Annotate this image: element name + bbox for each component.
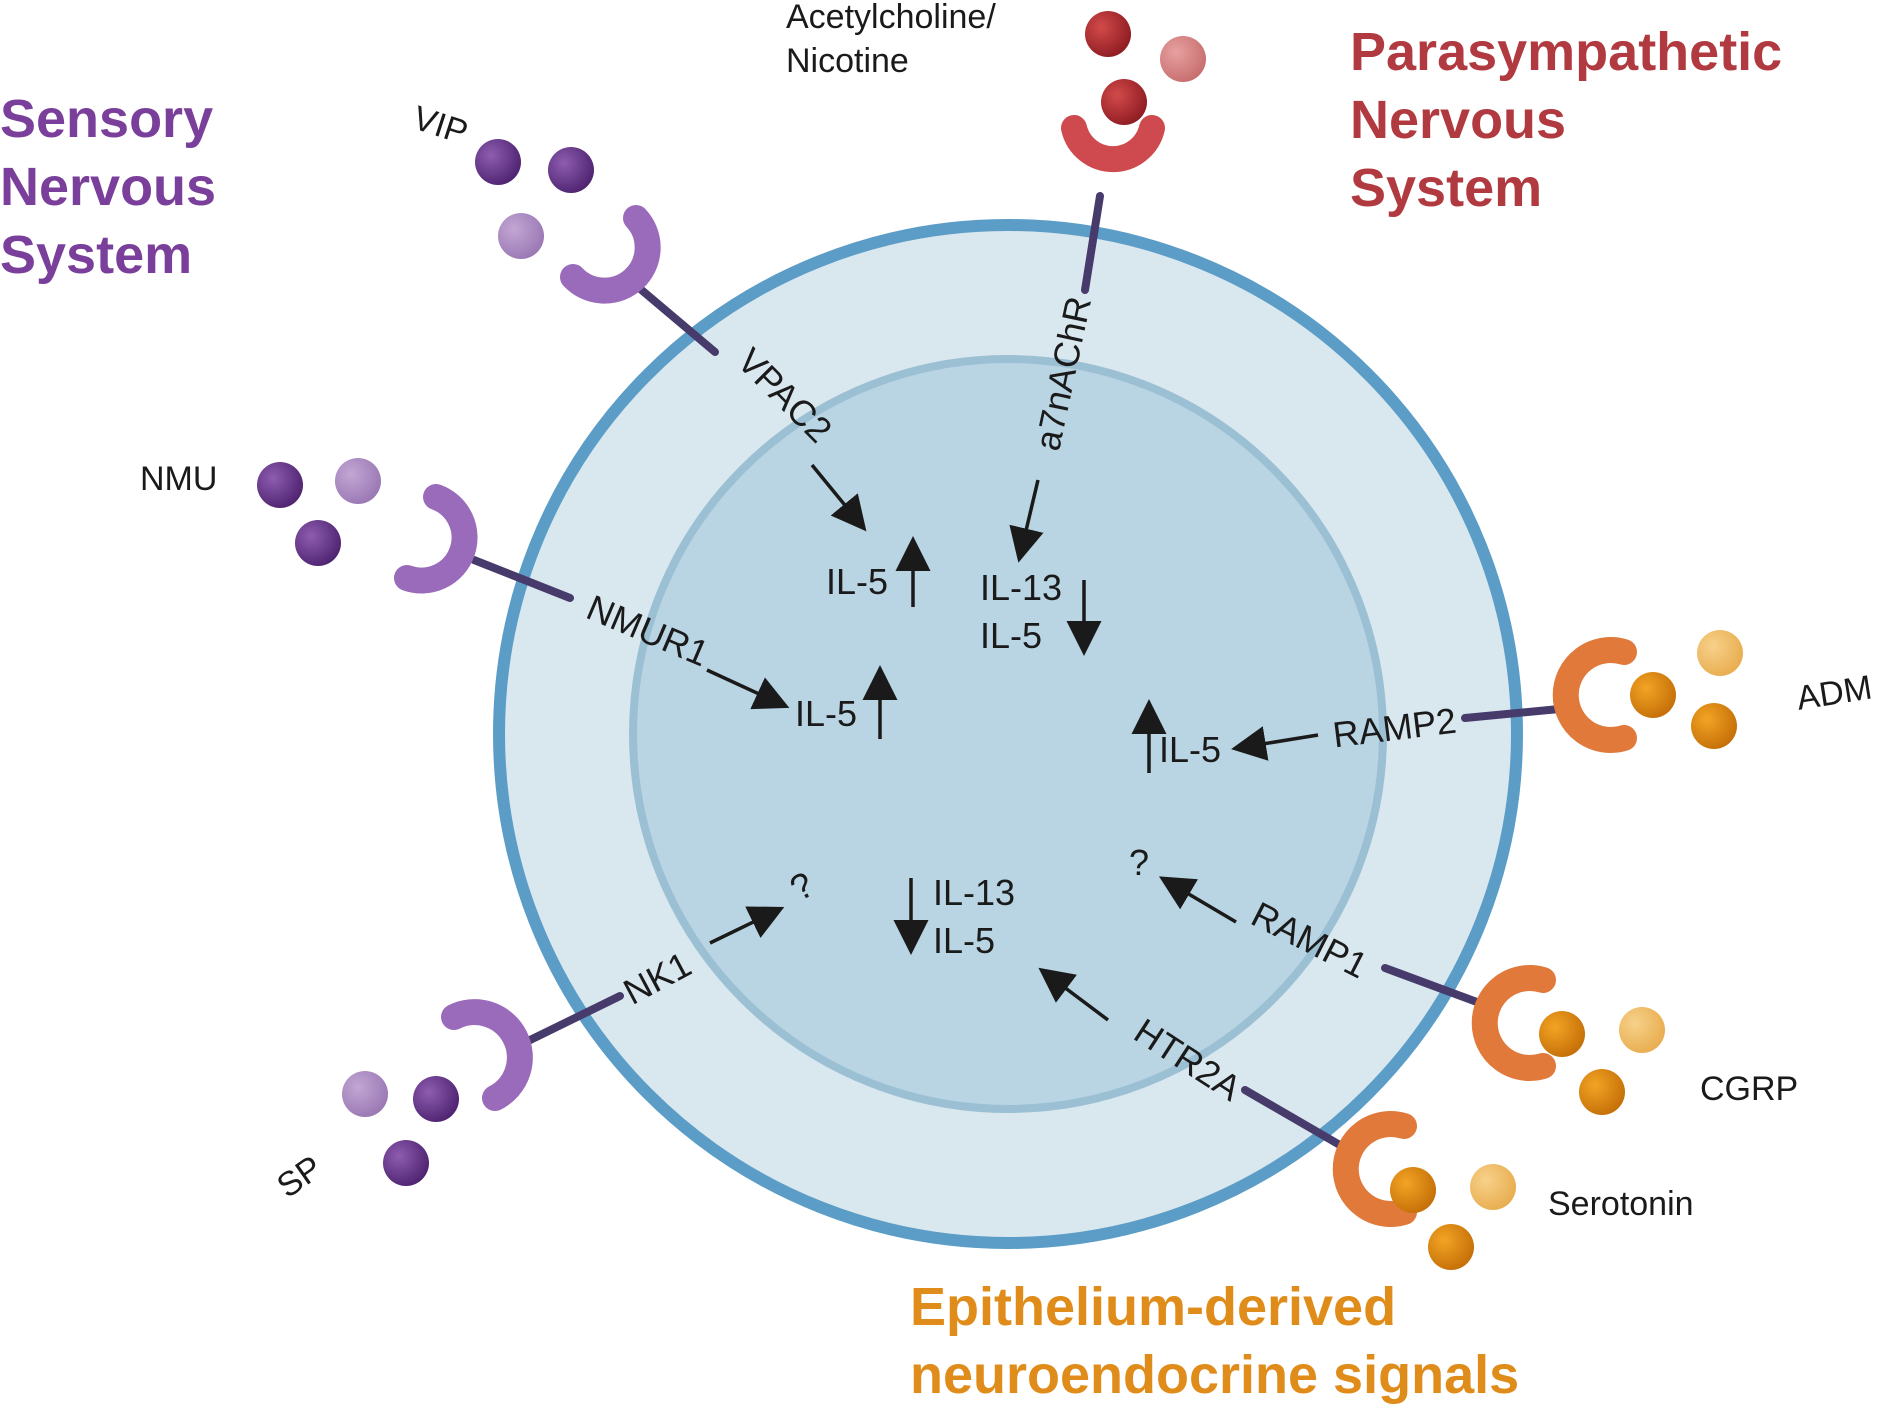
a7nachr-receptor [1061,115,1165,173]
serotonin-molecules [1390,1164,1516,1270]
sp-label: SP [270,1148,329,1205]
vip-molecule [548,147,594,193]
nmur1-receptor [394,484,478,594]
nk1-receptor [441,999,533,1111]
acetylcholine-molecule [1085,11,1131,57]
ser-il13-label: IL-13 [933,872,1015,913]
ach-il5-label: IL-5 [980,615,1042,656]
cgrp-molecules [1539,1007,1665,1115]
nmu-molecules [257,458,381,566]
nmu-label: NMU [140,460,217,498]
acetylcholine-molecule [1160,36,1206,82]
adm-molecule [1630,672,1676,718]
acetylcholine-molecules [1085,11,1206,125]
receptor-stalks [470,192,1574,1152]
svg-text:System: System [1350,158,1542,218]
cell-nucleus [629,355,1387,1113]
svg-text:neuroendocrine signals: neuroendocrine signals [910,1345,1519,1405]
nmu-molecule [295,520,341,566]
nk1-arrow [709,906,785,945]
ramp2-receptor [1552,637,1637,753]
parasympathetic-nervous-system-title: Parasympathetic Nervous System [1350,22,1782,218]
ramp1-receptor [1471,965,1556,1081]
nmur1-arrow [706,668,790,710]
vpac2-arrow [810,463,867,532]
adm-molecule [1691,703,1737,749]
sp-molecule [383,1140,429,1186]
htr2a-receptor [1332,1111,1417,1227]
serotonin-molecule [1470,1164,1516,1210]
ramp1-arrow [1158,876,1237,924]
cgrp-molecule [1579,1069,1625,1115]
sp-molecules [342,1071,459,1186]
svg-text:Nervous: Nervous [0,157,216,217]
nmu-molecule [257,462,303,508]
ser-il5-label: IL-5 [933,920,995,961]
svg-text:Epithelium-derived: Epithelium-derived [910,1277,1396,1337]
a7nachr-arrow [1009,479,1044,563]
cgrp-molecule [1619,1007,1665,1053]
serotonin-molecule [1390,1167,1436,1213]
svg-text:System: System [0,225,192,285]
cgrp-question-label: ? [1129,842,1149,883]
svg-text:Nervous: Nervous [1350,90,1566,150]
nicotine-label: Nicotine [786,42,909,80]
ach-il13-label: IL-13 [980,567,1062,608]
sp-molecule [413,1076,459,1122]
acetylcholine-molecule [1101,79,1147,125]
sensory-nervous-system-title: Sensory Nervous System [0,89,216,285]
cgrp-label: CGRP [1700,1070,1798,1108]
serotonin-label: Serotonin [1548,1185,1694,1223]
vpac2-receptor [560,205,661,304]
vip-il5-label: IL-5 [826,561,888,602]
signal-arrows [706,463,1319,1022]
sp-molecule [342,1071,388,1117]
vip-label: VIP [408,99,472,152]
svg-text:Sensory: Sensory [0,89,213,149]
adm-il5-label: IL-5 [1159,729,1221,770]
adm-molecules [1630,630,1743,749]
acetylcholine-label: Acetylcholine/ [786,0,996,36]
adm-molecule [1697,630,1743,676]
ramp2-arrow [1231,726,1319,761]
vip-molecules [475,139,594,259]
nmu-molecule [335,458,381,504]
serotonin-molecule [1428,1224,1474,1270]
adm-label: ADM [1794,668,1875,717]
vip-molecule [498,213,544,259]
vip-molecule [475,139,521,185]
htr2a-arrow [1038,967,1110,1022]
epithelium-derived-signals-title: Epithelium-derived neuroendocrine signal… [910,1277,1519,1405]
cgrp-molecule [1539,1011,1585,1057]
svg-text:Parasympathetic: Parasympathetic [1350,22,1782,82]
nmu-il5-label: IL-5 [795,693,857,734]
